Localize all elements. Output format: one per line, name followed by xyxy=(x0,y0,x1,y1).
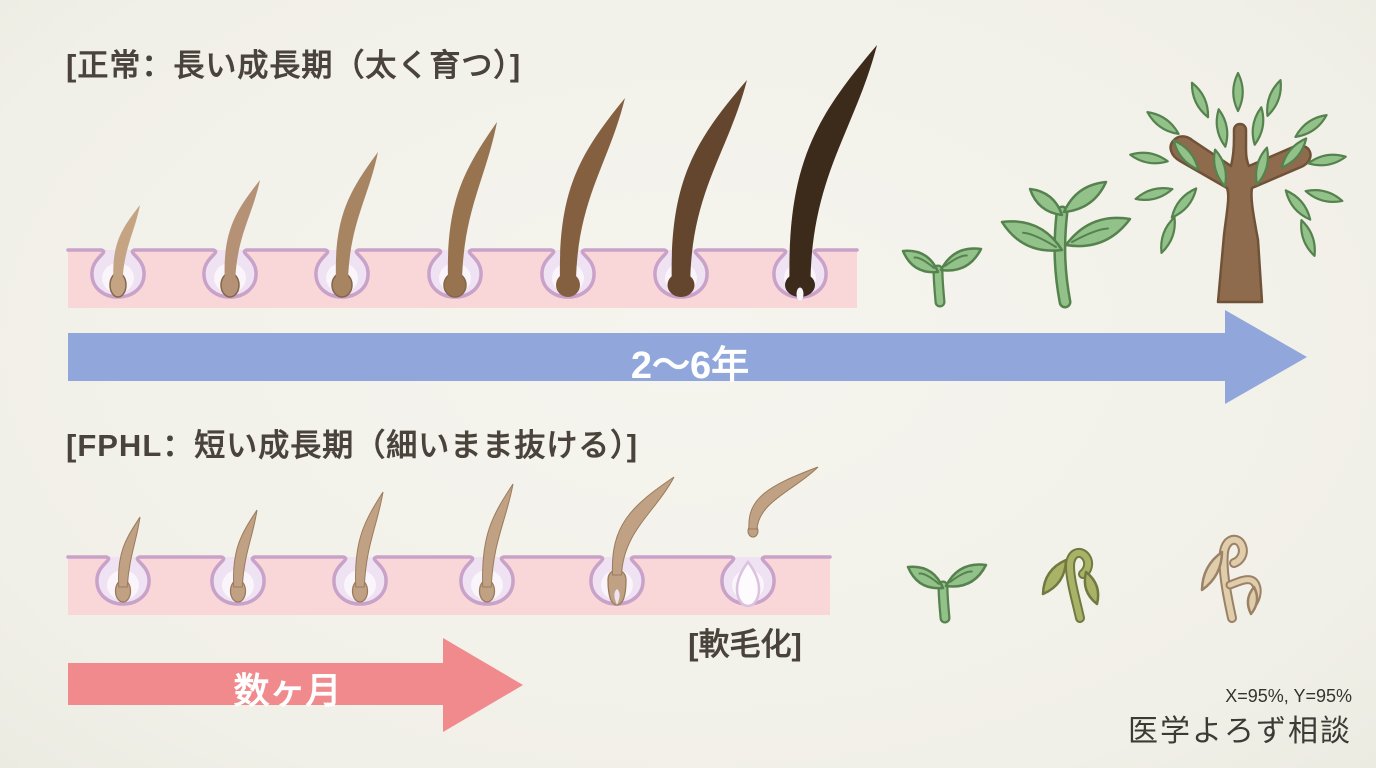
hair-stage-4 xyxy=(443,122,497,298)
tree-icon xyxy=(1129,71,1347,304)
thin-hair-3 xyxy=(351,491,384,603)
shed-hair xyxy=(747,466,819,538)
wilting-seedling-icon xyxy=(1041,547,1100,623)
fphl-section-title: [FPHL：短い成長期（細いまま抜ける）] xyxy=(66,428,639,463)
hair-stage-3 xyxy=(331,152,378,298)
fphl-duration-arrow xyxy=(68,638,523,732)
club-root-notch xyxy=(614,589,620,605)
sprout-icon-healthy xyxy=(906,563,988,624)
club-hair xyxy=(607,476,675,606)
hair-stage-1 xyxy=(109,205,140,298)
thin-hair-2 xyxy=(229,509,258,603)
empty-follicle xyxy=(735,559,761,608)
normal-hairs xyxy=(109,45,877,301)
hair-stage-2 xyxy=(220,180,260,298)
fphl-hairs xyxy=(114,466,819,608)
normal-duration-arrow xyxy=(68,310,1307,404)
dermal-papilla-notch xyxy=(796,287,804,301)
hair-stage-7 xyxy=(785,45,877,301)
fphl-duration-label: 数ヶ月 xyxy=(233,670,342,711)
vellus-hair-label: [軟毛化] xyxy=(688,627,802,662)
hair-stage-6 xyxy=(667,80,747,297)
dried-plant-icon xyxy=(1200,534,1262,623)
thin-hair-4 xyxy=(478,483,514,603)
thin-hair-1 xyxy=(114,516,141,603)
hair-stage-5 xyxy=(556,98,625,297)
normal-section-title: [正常：長い成長期（太く育つ）] xyxy=(66,48,522,83)
sprout-icon xyxy=(901,247,983,308)
brand-wordmark: 医学よろず相談 xyxy=(1128,715,1352,748)
normal-duration-label: 2〜6年 xyxy=(630,345,750,387)
seedling-icon xyxy=(1000,180,1132,309)
position-indicator: X=95%, Y=95% xyxy=(1225,686,1352,706)
fphl-skin-band xyxy=(66,555,832,615)
